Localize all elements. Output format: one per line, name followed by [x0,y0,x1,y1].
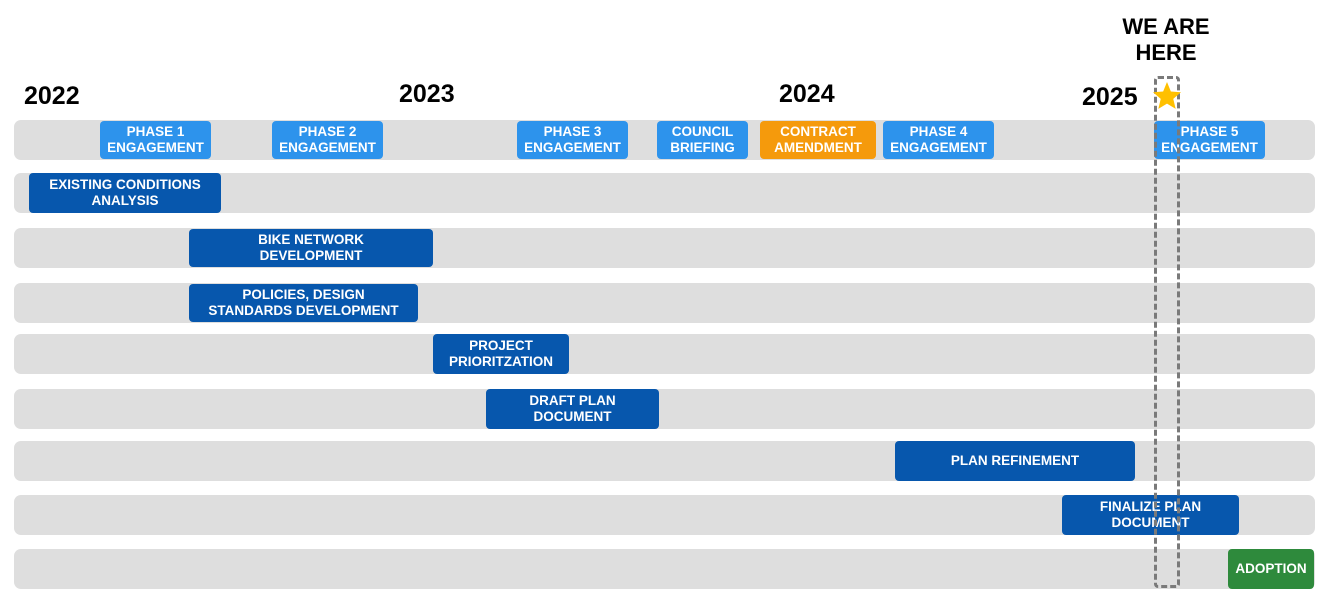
bar-label-line: PHASE 2 [298,124,357,139]
bar-label-line: DRAFT PLAN [529,393,616,408]
bar-label-line: PRIORITZATION [449,354,553,369]
timeline-lane-existing-conditions [14,173,1315,213]
bar-label-line: DEVELOPMENT [259,248,363,263]
year-2025: 2025 [1082,83,1138,111]
bar-label-line: BIKE NETWORK [258,232,364,247]
star-icon [1153,82,1181,109]
bar-label-line: ENGAGEMENT [279,140,376,155]
timeline-lane-adoption [14,549,1315,589]
bar-label-line: ENGAGEMENT [1161,140,1258,155]
bar-label-line: BRIEFING [670,140,735,155]
adoption-bar: ADOPTION [1228,549,1314,589]
phase-1-engagement-bar: PHASE 1 ENGAGEMENT [100,121,211,159]
bar-label-line: PHASE 3 [543,124,602,139]
bar-label-line: COUNCIL [671,124,734,139]
bar-label-line: PLAN REFINEMENT [950,453,1080,468]
phase-4-engagement-bar: PHASE 4 ENGAGEMENT [883,121,994,159]
bar-label-line: ENGAGEMENT [890,140,987,155]
year-2024: 2024 [779,80,835,108]
bar-label-line: ADOPTION [1235,561,1307,576]
finalize-plan-document-bar: FINALIZE PLAN DOCUMENT [1062,495,1239,535]
bar-label-line: AMENDMENT [774,140,862,155]
draft-plan-document-bar: DRAFT PLAN DOCUMENT [486,389,659,429]
contract-amendment-bar: CONTRACT AMENDMENT [760,121,876,159]
bar-label-line: ANALYSIS [91,193,159,208]
phase-5-engagement-bar: PHASE 5 ENGAGEMENT [1154,121,1265,159]
year-2023: 2023 [399,80,455,108]
bar-label-line: ENGAGEMENT [524,140,621,155]
existing-conditions-analysis-bar: EXISTING CONDITIONS ANALYSIS [29,173,221,213]
bar-label-line: DOCUMENT [533,409,612,424]
project-prioritization-bar: PROJECT PRIORITZATION [433,334,569,374]
phase-2-engagement-bar: PHASE 2 ENGAGEMENT [272,121,383,159]
year-2022: 2022 [24,82,80,110]
phase-3-engagement-bar: PHASE 3 ENGAGEMENT [517,121,628,159]
we-are-here-line-1: WE ARE [1122,14,1210,39]
bar-label-line: PHASE 5 [1180,124,1239,139]
plan-refinement-bar: PLAN REFINEMENT [895,441,1135,481]
bar-label-line: EXISTING CONDITIONS [49,177,201,192]
we-are-here-line-2: HERE [1135,40,1197,65]
bar-label-line: STANDARDS DEVELOPMENT [208,303,399,318]
bar-label-line: DOCUMENT [1111,515,1190,530]
bar-label-line: POLICIES, DESIGN [242,287,365,302]
bar-label-line: CONTRACT [780,124,856,139]
we-are-here-label: WE ARE HERE [1106,14,1226,66]
bar-label-line: PHASE 4 [909,124,968,139]
policies-design-standards-bar: POLICIES, DESIGN STANDARDS DEVELOPMENT [189,284,418,322]
bike-network-development-bar: BIKE NETWORK DEVELOPMENT [189,229,433,267]
bar-label-line: FINALIZE PLAN [1099,499,1202,514]
timeline-lane-draft-plan [14,389,1315,429]
timeline-lane-prioritization [14,334,1315,374]
bar-label-line: PROJECT [469,338,533,353]
bar-label-line: PHASE 1 [126,124,185,139]
current-position-marker [1154,76,1180,588]
bar-label-line: ENGAGEMENT [107,140,204,155]
council-briefing-bar: COUNCIL BRIEFING [657,121,748,159]
